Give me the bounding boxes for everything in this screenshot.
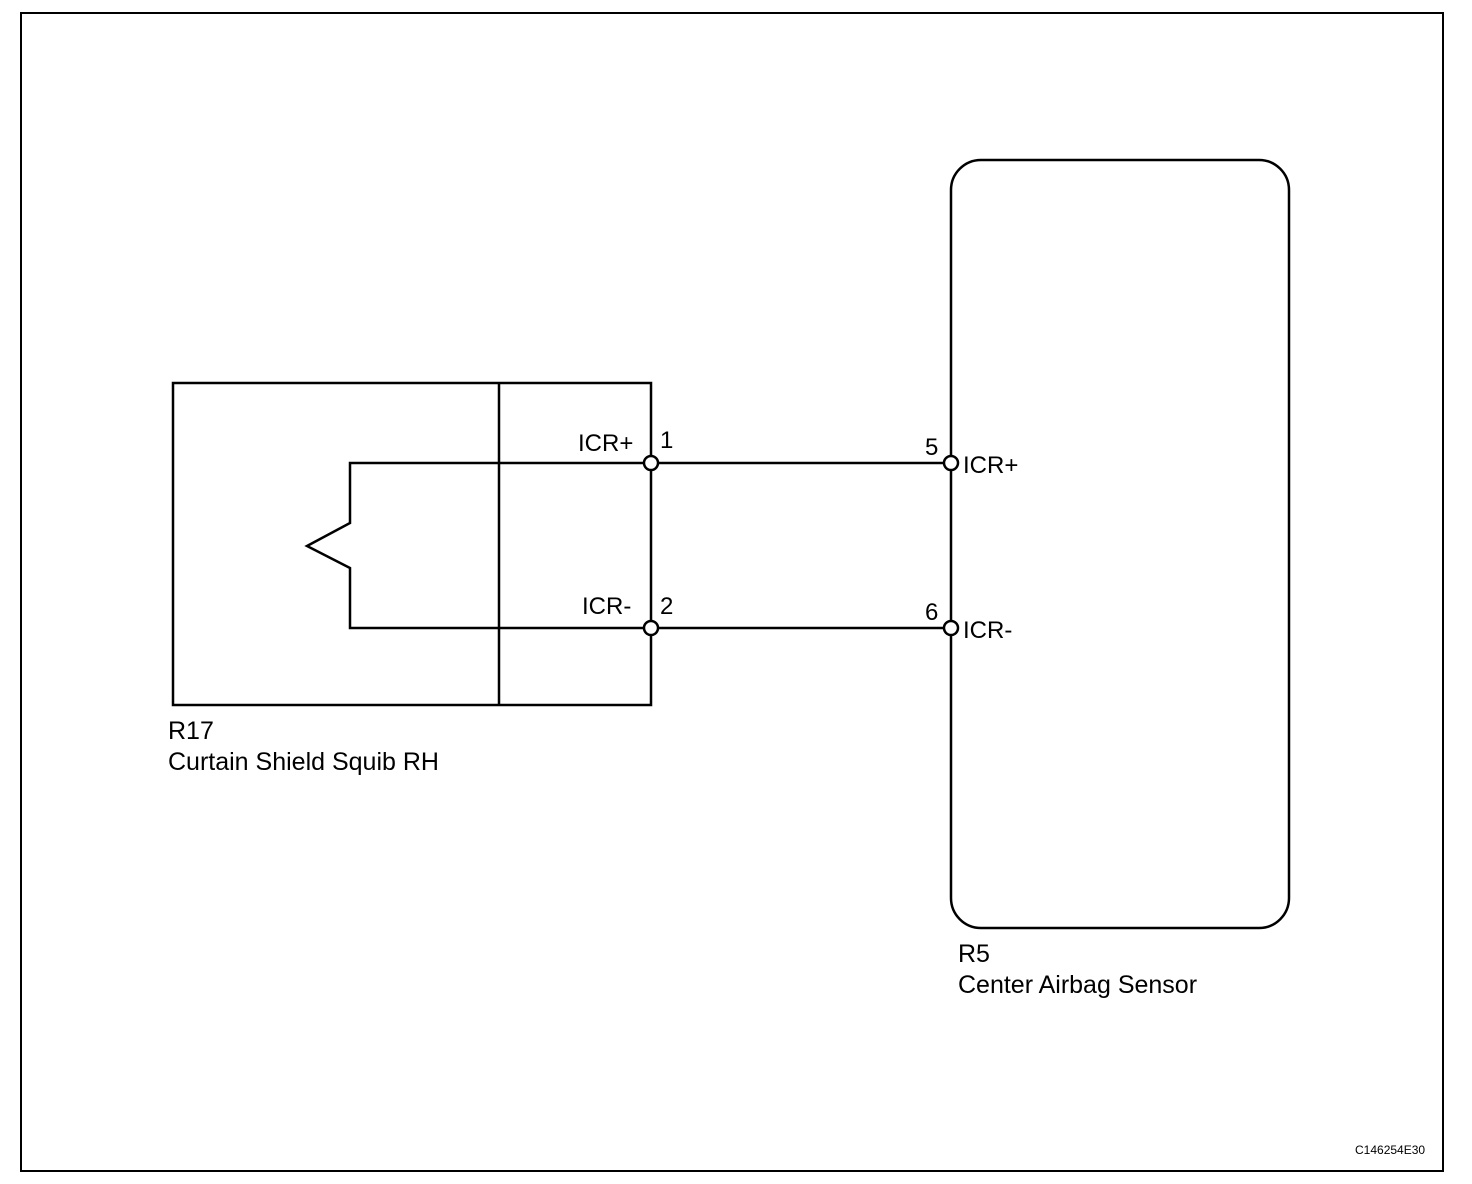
squib-pin2-number: 2	[660, 593, 673, 620]
sensor-pin6-signal: ICR-	[963, 617, 1012, 644]
squib-pin1-number: 1	[660, 427, 673, 454]
sensor-name: Center Airbag Sensor	[958, 971, 1197, 999]
sensor-pin6-number: 6	[925, 599, 938, 626]
sensor-code: R5	[958, 940, 990, 968]
squib-name: Curtain Shield Squib RH	[168, 748, 439, 776]
sensor-body	[949, 158, 1291, 930]
diagram-frame	[20, 12, 1444, 1172]
sensor-pin5-signal: ICR+	[963, 452, 1018, 479]
terminal-r17-1	[642, 454, 660, 472]
squib-pin1-signal: ICR+	[578, 430, 633, 457]
sensor-pin5-number: 5	[925, 434, 938, 461]
squib-element-symbol	[304, 461, 651, 630]
squib-body	[171, 381, 653, 707]
terminal-r17-2	[642, 619, 660, 637]
squib-component: ICR+ 1 ICR- 2 R17 Curtain Shield Squib R…	[168, 381, 673, 776]
terminal-r5-5	[942, 454, 960, 472]
squib-code: R17	[168, 717, 214, 745]
squib-pin2-signal: ICR-	[582, 593, 631, 620]
sensor-component: 5 ICR+ 6 ICR- R5 Center Airbag Sensor	[925, 158, 1291, 999]
terminal-r5-6	[942, 619, 960, 637]
diagram-id: C146254E30	[1355, 1143, 1425, 1157]
